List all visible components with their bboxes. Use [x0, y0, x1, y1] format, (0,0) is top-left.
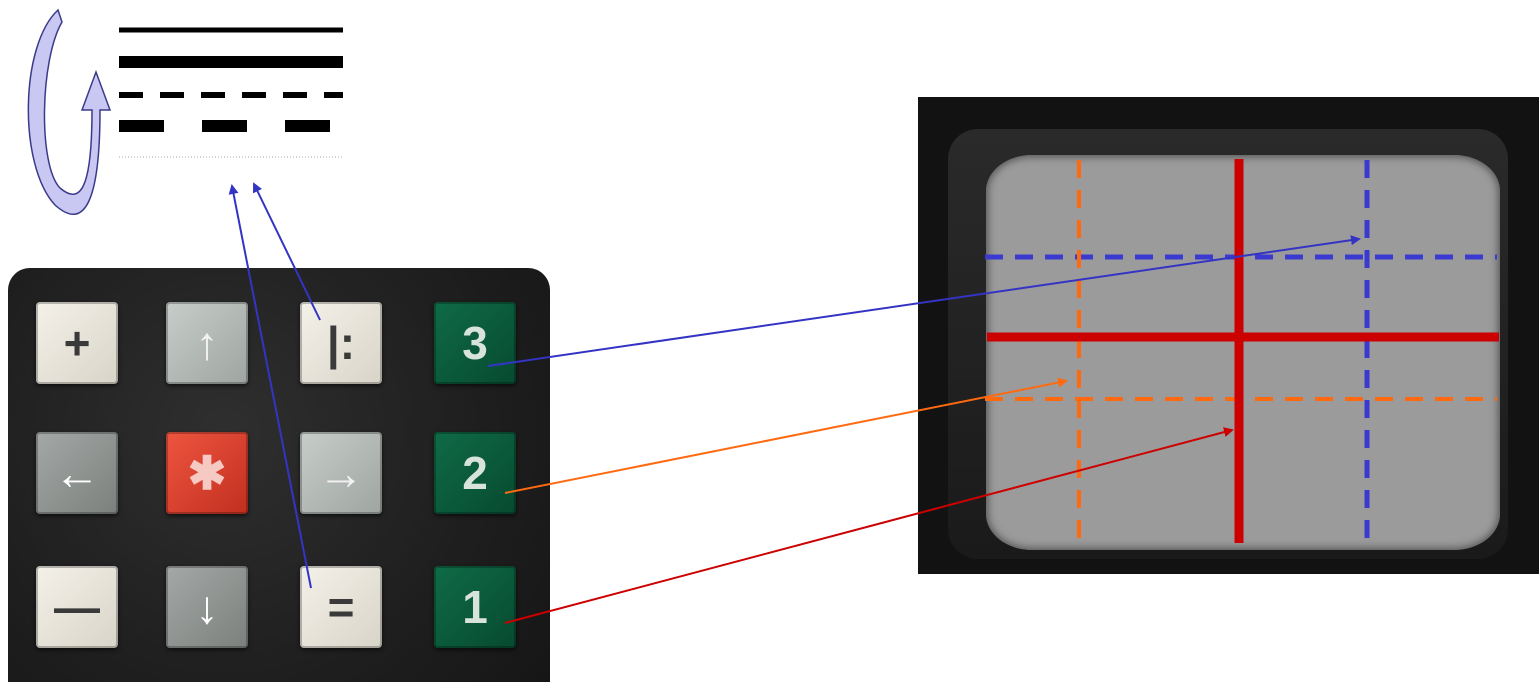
right-arrow-key[interactable]: → [300, 432, 382, 514]
key-1-label: 1 [462, 581, 488, 633]
plus-key[interactable]: + [36, 302, 118, 384]
down-arrow-key[interactable]: ↓ [166, 566, 248, 648]
left-arrow-key[interactable]: ← [36, 432, 118, 514]
minus-key[interactable]: — [36, 566, 118, 648]
line-style-key[interactable]: = [300, 566, 382, 648]
down-arrow-key-label: ↓ [195, 581, 219, 633]
monitor [918, 97, 1539, 574]
pattern-toggle-key[interactable]: |: [300, 302, 382, 384]
pattern-toggle-key-label: |: [326, 317, 356, 369]
key-2[interactable]: 2 [434, 432, 516, 514]
up-arrow-key[interactable]: ↑ [166, 302, 248, 384]
key-3-label: 3 [462, 317, 488, 369]
monitor-screen [986, 155, 1500, 550]
plus-key-label: + [63, 317, 91, 369]
key-1[interactable]: 1 [434, 566, 516, 648]
minus-key-label: — [54, 581, 100, 633]
asterisk-key-label: ✱ [187, 447, 227, 499]
key-2-label: 2 [462, 447, 488, 499]
right-arrow-key-label: → [318, 447, 364, 499]
line-style-key-label: = [327, 581, 355, 633]
line-style-samples [119, 27, 343, 158]
keypad: + ↑ |: 3 ← ✱ → 2 — ↓ = 1 [8, 268, 550, 682]
asterisk-key[interactable]: ✱ [166, 432, 248, 514]
cycle-arrow-icon [27, 8, 112, 216]
up-arrow-key-label: ↑ [195, 317, 219, 369]
left-arrow-key-label: ← [54, 447, 100, 499]
key-3[interactable]: 3 [434, 302, 516, 384]
